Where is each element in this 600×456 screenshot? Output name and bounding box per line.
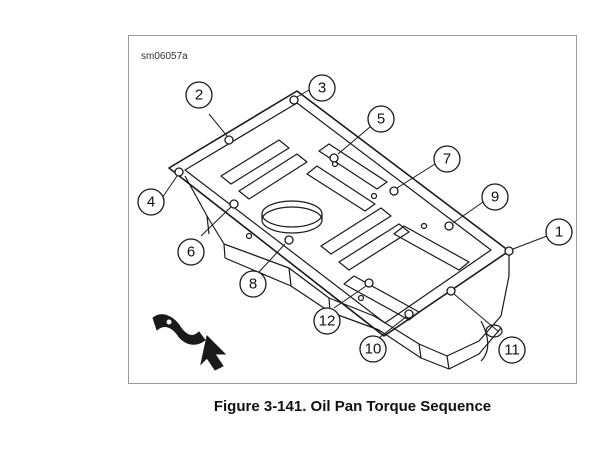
callout-8: 8 bbox=[249, 276, 257, 293]
callout-4: 4 bbox=[147, 194, 155, 211]
callout-2: 2 bbox=[195, 87, 203, 104]
callout-7: 7 bbox=[443, 151, 451, 168]
leader-lines bbox=[161, 89, 548, 339]
callout-11: 11 bbox=[504, 342, 520, 359]
figure-frame: sm06057a bbox=[128, 35, 577, 384]
callout-circles bbox=[137, 74, 573, 364]
figure-id: sm06057a bbox=[141, 51, 188, 62]
callout-12: 12 bbox=[319, 313, 336, 330]
callout-5: 5 bbox=[377, 111, 385, 128]
direction-arrow-icon bbox=[152, 314, 227, 371]
callout-3: 3 bbox=[318, 80, 326, 97]
callout-1: 1 bbox=[555, 224, 563, 241]
pan-flange-inner bbox=[184, 102, 492, 324]
pan-body bbox=[184, 175, 510, 357]
figure-caption: Figure 3-141. Oil Pan Torque Sequence bbox=[213, 398, 492, 415]
callout-10: 10 bbox=[365, 341, 382, 358]
bolt-holes bbox=[174, 95, 514, 319]
callout-9: 9 bbox=[491, 189, 499, 206]
callout-6: 6 bbox=[187, 244, 195, 261]
oil-pan-illustration: 1 2 3 4 5 6 7 8 9 10 11 12 bbox=[137, 74, 573, 371]
